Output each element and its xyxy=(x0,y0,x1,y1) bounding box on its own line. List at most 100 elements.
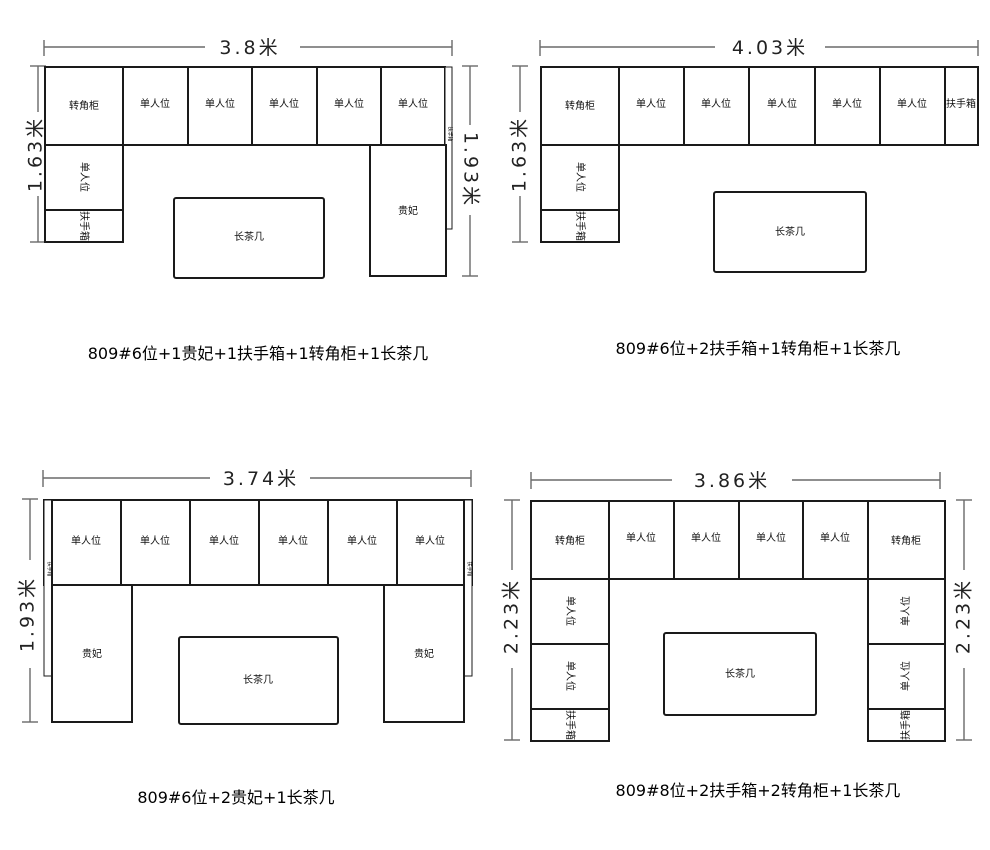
single-seat xyxy=(316,66,382,146)
right-dimension: 2.23米 xyxy=(953,578,975,654)
long-coffee-table xyxy=(713,191,867,273)
single-seat xyxy=(748,66,816,146)
chaise-lounge xyxy=(369,144,447,277)
single-seat xyxy=(44,144,124,211)
single-seat xyxy=(683,66,750,146)
single-seat xyxy=(608,500,675,580)
corner-cabinet xyxy=(540,66,620,146)
right-dimension: 1.93米 xyxy=(460,132,482,208)
long-coffee-table xyxy=(173,197,325,279)
single-seat xyxy=(530,578,610,645)
module-label: 长茶几 xyxy=(243,673,273,686)
single-seat xyxy=(396,499,465,586)
single-seat xyxy=(327,499,398,586)
module-label: 单人位 xyxy=(756,531,786,544)
module-label: 单人位 xyxy=(278,534,308,547)
armrest-box xyxy=(540,209,620,243)
module-label: 扶手箱 xyxy=(574,211,587,241)
module-label: 单人位 xyxy=(269,97,299,110)
corner-cabinet xyxy=(867,500,946,580)
width-dimension: 4.03米 xyxy=(732,37,808,59)
chaise-lounge xyxy=(51,584,133,723)
module-label: 单人位 xyxy=(140,97,170,110)
module-label: 单人位 xyxy=(415,534,445,547)
module-label: 单人位 xyxy=(71,534,101,547)
long-coffee-table xyxy=(178,636,339,725)
armrest-label: 扶手箱 xyxy=(447,126,454,141)
module-label: 单人位 xyxy=(832,97,862,110)
armrest-box xyxy=(944,66,979,146)
module-label: 单人位 xyxy=(140,534,170,547)
left-dimension: 2.23米 xyxy=(501,578,523,654)
width-dimension: 3.74米 xyxy=(223,468,299,490)
module-label: 单人位 xyxy=(205,97,235,110)
diagram-4: 3.86米 2.23米 2.23米 转角柜 单人位 单人位 单人位 单人位 转角… xyxy=(501,470,975,800)
armrest-strip xyxy=(43,499,53,677)
chaise-lounge xyxy=(383,584,465,723)
module-label: 扶手箱 xyxy=(564,710,577,740)
module-label: 贵妃 xyxy=(398,204,418,217)
left-dimension: 1.93米 xyxy=(17,576,39,652)
module-label: 贵妃 xyxy=(414,647,434,660)
module-label: 单人位 xyxy=(691,531,721,544)
module-label: 单人位 xyxy=(78,162,91,192)
armrest-box xyxy=(44,209,124,243)
armrest-box xyxy=(867,708,946,742)
module-label: 单人位 xyxy=(626,531,656,544)
single-seat xyxy=(120,499,191,586)
armrest-label: 扶手箱 xyxy=(466,561,473,576)
single-seat xyxy=(122,66,189,146)
module-label: 单人位 xyxy=(899,596,912,626)
width-dimension: 3.8米 xyxy=(219,37,280,59)
module-label: 转角柜 xyxy=(891,534,921,547)
module-label: 扶手箱 xyxy=(78,211,91,241)
module-label: 单人位 xyxy=(636,97,666,110)
left-dimension: 1.63米 xyxy=(25,116,47,192)
corner-cabinet xyxy=(44,66,124,146)
long-coffee-table xyxy=(663,632,817,716)
module-label: 转角柜 xyxy=(555,534,585,547)
diagram-caption: 809#6位+1贵妃+1扶手箱+1转角柜+1长茶几 xyxy=(88,344,428,363)
diagram-caption: 809#8位+2扶手箱+2转角柜+1长茶几 xyxy=(616,781,901,800)
single-seat xyxy=(187,66,253,146)
single-seat xyxy=(189,499,260,586)
diagram-caption: 809#6位+2扶手箱+1转角柜+1长茶几 xyxy=(616,339,901,358)
module-label: 转角柜 xyxy=(565,99,595,112)
single-seat xyxy=(251,66,318,146)
module-label: 单人位 xyxy=(209,534,239,547)
module-label: 长茶几 xyxy=(234,230,264,243)
module-label: 单人位 xyxy=(820,531,850,544)
module-label: 单人位 xyxy=(564,661,577,691)
module-label: 单人位 xyxy=(897,97,927,110)
diagram-2: 4.03米 1.63米 转角柜 单人位 单人位 单人位 单人位 单人位 扶手箱 … xyxy=(509,37,979,358)
width-dimension: 3.86米 xyxy=(694,470,770,492)
diagram-caption: 809#6位+2贵妃+1长茶几 xyxy=(137,788,334,807)
module-label: 单人位 xyxy=(564,596,577,626)
armrest-strip xyxy=(463,499,473,677)
module-label: 转角柜 xyxy=(69,99,99,112)
diagram-1: 3.8米 1.63米 1.93米 转角柜 单人位 单人位 单人位 单人位 单人位… xyxy=(25,37,482,363)
corner-cabinet xyxy=(530,500,610,580)
module-label: 单人位 xyxy=(701,97,731,110)
diagram-3: 3.74米 1.93米 扶手箱 扶手箱 单人位 单人位 单人位 单人位 单人位 … xyxy=(17,468,473,807)
module-label: 单人位 xyxy=(398,97,428,110)
armrest-label: 扶手箱 xyxy=(46,561,53,576)
module-label: 单人位 xyxy=(767,97,797,110)
left-dimension: 1.63米 xyxy=(509,116,531,192)
module-label: 单人位 xyxy=(899,661,912,691)
module-label: 贵妃 xyxy=(82,647,102,660)
module-label: 单人位 xyxy=(347,534,377,547)
single-seat xyxy=(258,499,329,586)
armrest-box xyxy=(530,708,610,742)
single-seat xyxy=(814,66,881,146)
module-label: 扶手箱 xyxy=(899,710,912,740)
module-label: 长茶几 xyxy=(775,225,805,238)
module-label: 长茶几 xyxy=(725,667,755,680)
single-seat xyxy=(867,578,946,645)
single-seat xyxy=(802,500,869,580)
module-label: 扶手箱 xyxy=(946,97,976,110)
single-seat xyxy=(618,66,685,146)
module-label: 单人位 xyxy=(574,162,587,192)
module-label: 单人位 xyxy=(334,97,364,110)
